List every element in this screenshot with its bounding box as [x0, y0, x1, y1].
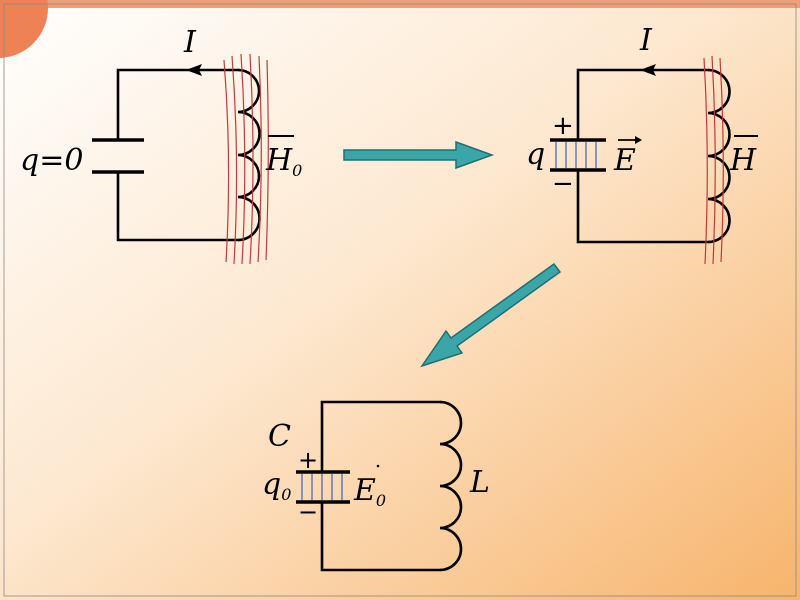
current-label-1: I	[183, 25, 197, 60]
current-arrow-1	[186, 64, 202, 76]
plus-sign-2: +	[552, 111, 574, 141]
magnetic-field-lines-1	[223, 53, 269, 265]
charge-label-2: q	[526, 137, 545, 172]
corner-circle	[0, 0, 48, 58]
circuit-1: I q=0 H0	[20, 25, 302, 265]
circuit-2: I + − q E H	[526, 23, 758, 265]
circuit-2-wire	[576, 68, 710, 244]
charge-label-1: q=0	[20, 143, 83, 178]
capacitor-label-3: C	[268, 419, 291, 454]
inductor-3-coil	[439, 400, 463, 572]
efield-dot-3	[376, 464, 380, 468]
transition-arrow-1	[343, 140, 495, 170]
slide-border	[3, 3, 797, 597]
field-label-2: H	[729, 143, 757, 178]
transition-arrow-2	[420, 262, 562, 368]
circuit-3-wire	[320, 400, 442, 572]
inductor-label-3: L	[469, 465, 490, 500]
magnetic-field-lines-2	[703, 55, 724, 265]
current-label-2: I	[639, 23, 653, 58]
electric-field-lines-3	[301, 474, 343, 500]
inductor-2-coil	[707, 68, 731, 244]
current-arrow-2	[640, 64, 656, 76]
efield-label-2: E	[613, 143, 636, 178]
minus-sign-3: −	[298, 498, 318, 526]
electric-field-lines-2	[555, 142, 597, 168]
efield-label-3: E0	[353, 473, 386, 510]
charge-label-3: q0	[262, 467, 291, 504]
circuit-3: C + − q0 E0 L	[262, 400, 490, 572]
plus-sign-3: +	[298, 446, 318, 474]
inductor-1-coil	[237, 68, 261, 242]
minus-sign-2: −	[552, 169, 574, 199]
efield-arrowhead-2	[635, 136, 642, 144]
field-label-1: H0	[265, 143, 302, 180]
